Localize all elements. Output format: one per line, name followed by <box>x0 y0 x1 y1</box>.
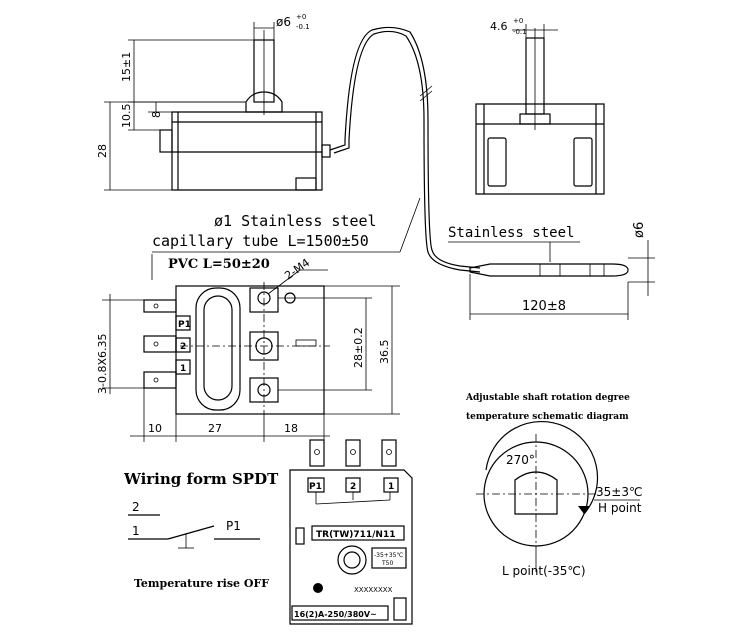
end-view: 4.6 +0 -0.1 <box>475 17 605 195</box>
rotation-title-1: Adjustable shaft rotation degree <box>465 393 630 403</box>
svg-text:T50: T50 <box>381 560 393 567</box>
bulb-body <box>469 263 629 277</box>
height-28-label: 28 <box>96 144 109 158</box>
wiring-caption: Temperature rise OFF <box>134 577 269 590</box>
thermostat-body <box>171 111 323 191</box>
pvc-label: PVC L=50±20 <box>168 257 270 272</box>
body-height-label: 36.5 <box>378 340 391 365</box>
svg-text:-35+35℃: -35+35℃ <box>374 552 403 559</box>
svg-text:+0: +0 <box>513 17 523 25</box>
terminal-pitch-label: 3-0.8X6.35 <box>96 334 109 395</box>
svg-text:2: 2 <box>180 342 186 352</box>
svg-text:10.5: 10.5 <box>120 104 133 129</box>
shaft-length-label: 15±1 <box>120 52 133 82</box>
capillary-tube <box>329 26 481 273</box>
bulb-length-label: 120±8 <box>522 299 566 314</box>
capillary-label-line1: ø1 Stainless steel <box>214 212 377 230</box>
svg-text:8: 8 <box>150 111 163 118</box>
rotation-title-2: temperature schematic diagram <box>466 412 629 422</box>
svg-text:27: 27 <box>208 422 222 435</box>
svg-text:P1: P1 <box>226 519 241 533</box>
h-point-value: 35±3℃ <box>596 485 642 499</box>
svg-text:XXXXXXXX: XXXXXXXX <box>354 586 393 594</box>
capillary-label: ø1 Stainless steel capillary tube L=1500… <box>151 197 421 280</box>
rotation-angle: 270° <box>506 453 535 467</box>
svg-text:18: 18 <box>284 422 298 435</box>
svg-text:P1: P1 <box>178 320 191 330</box>
bulb-material-label: Stainless steel <box>448 225 574 241</box>
capillary-label-line2: capillary tube L=1500±50 <box>152 232 369 250</box>
svg-text:-0.1: -0.1 <box>513 28 527 36</box>
shaft-dia-label: ø6 <box>276 15 291 29</box>
svg-text:1: 1 <box>132 524 140 538</box>
l-point-label: L point(-35℃) <box>502 564 586 578</box>
svg-text:-0.1: -0.1 <box>296 23 310 31</box>
svg-text:+0: +0 <box>296 13 306 21</box>
screw-label: 2-M4 <box>282 256 312 282</box>
svg-text:10: 10 <box>148 422 162 435</box>
rotation-schematic: Adjustable shaft rotation degree tempera… <box>465 393 642 578</box>
h-point-label: H point <box>598 501 642 515</box>
svg-text:1: 1 <box>388 482 394 492</box>
bulb-dia-label: ø6 <box>632 222 647 238</box>
side-view: ø6 +0 -0.1 15±1 10.5 8 28 <box>96 13 331 191</box>
svg-text:P1: P1 <box>309 482 322 492</box>
rating-label: 16(2)A-250/380V~ <box>294 610 377 619</box>
svg-text:2: 2 <box>132 500 140 514</box>
model-label: TR(TW)711/N11 <box>316 530 396 540</box>
bottom-view: P1 2 1 2-M4 3-0.8X6.35 28±0.2 36.5 <box>96 256 400 442</box>
svg-text:1: 1 <box>180 364 186 374</box>
hole-pitch-label: 28±0.2 <box>352 327 365 368</box>
wiring-title: Wiring form SPDT <box>123 470 279 488</box>
wiring-diagram: Wiring form SPDT 2 1 P1 Temperature rise… <box>123 470 279 590</box>
nameplate: P1 2 1 TR(TW)711/N11 -35+35℃ T50 XXXXXXX… <box>289 439 413 625</box>
svg-text:2: 2 <box>350 482 356 492</box>
sensor-bulb: Stainless steel ø6 120±8 <box>448 222 655 320</box>
shaft-flat-label: 4.6 <box>490 20 508 33</box>
